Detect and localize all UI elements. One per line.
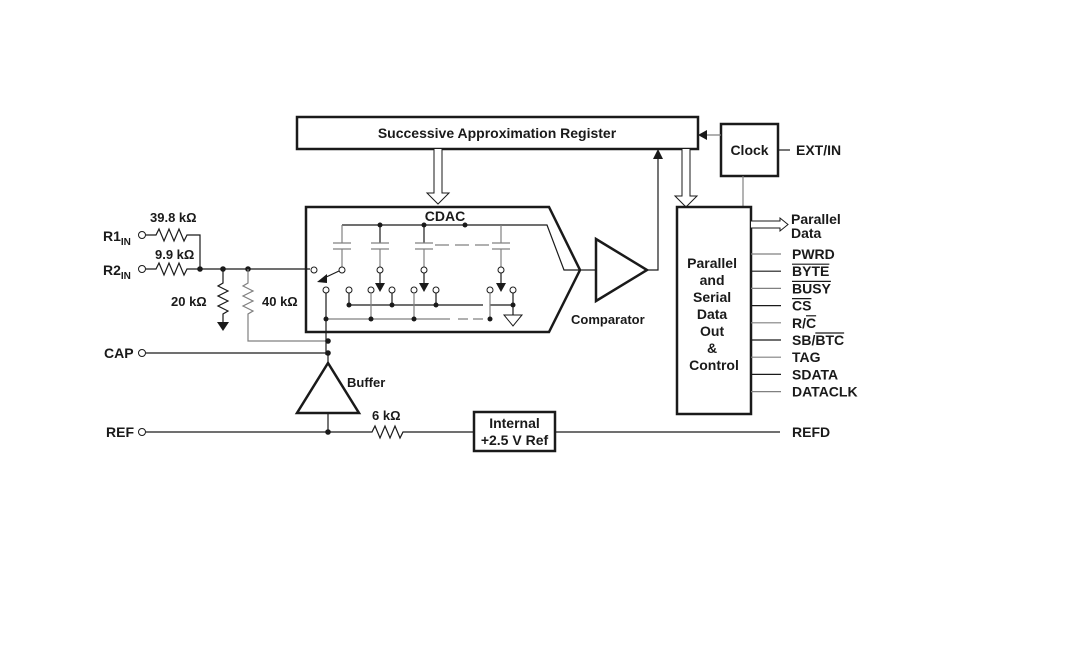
- r2-in-label: R2IN: [103, 262, 131, 282]
- ext-in-label: EXT/IN: [796, 142, 841, 158]
- r1-value: 39.8 kΩ: [150, 210, 197, 225]
- parallel-data-output: Parallel Data: [751, 211, 845, 241]
- internal-ref-block: [472, 410, 557, 453]
- r1-in-label: R1IN: [103, 228, 131, 248]
- r-6k-resistor: [146, 424, 474, 440]
- cdac-internals: [310, 222, 580, 355]
- r-40k-value: 40 kΩ: [262, 294, 298, 309]
- sar-to-cdac-bus: [425, 149, 451, 205]
- sar-label: Successive Approximation Register: [378, 125, 617, 141]
- internal-ref-label-2: +2.5 V Ref: [481, 432, 549, 448]
- ground-arrow: [217, 322, 229, 331]
- sar-to-control-bus: [673, 149, 699, 208]
- parallel-data-label: Parallel Data: [791, 211, 845, 241]
- ref-label: REF: [106, 424, 134, 440]
- clock-block: Clock: [719, 122, 780, 178]
- r-40k-resistor: [241, 269, 328, 342]
- comparator-to-sar-wire: [647, 158, 659, 271]
- r-20k-resistor: [216, 269, 230, 322]
- comparator-label: Comparator: [571, 312, 645, 327]
- comparator: Comparator: [571, 236, 650, 327]
- r2-value: 9.9 kΩ: [155, 247, 194, 262]
- r-6k-value: 6 kΩ: [372, 408, 401, 423]
- ref-pin: [138, 428, 146, 436]
- clock-label: Clock: [730, 142, 768, 158]
- internal-ref-label-1: Internal: [489, 415, 540, 431]
- sar-block: Successive Approximation Register: [295, 115, 700, 151]
- cap-label: CAP: [104, 345, 134, 361]
- pin-label-busy: BUSY: [792, 280, 832, 296]
- comparator-to-sar-arrow: [653, 149, 663, 159]
- cdac-label: CDAC: [425, 208, 465, 224]
- clock-to-sar-arrow: [698, 130, 707, 140]
- reference-section: CAP Buffer REF 6 kΩ Internal +2.5 V Ref …: [104, 338, 830, 453]
- cdac-block: CDAC: [304, 205, 582, 334]
- refd-label: REFD: [792, 424, 830, 440]
- cap-pin: [138, 349, 146, 357]
- r2-resistor: [146, 261, 310, 277]
- pin-label-sbbtc: SB/BTC: [792, 332, 844, 348]
- buffer-label: Buffer: [347, 375, 385, 390]
- pin-label-pwrd: PWRD: [792, 246, 835, 262]
- pin-label-byte: BYTE: [792, 263, 829, 279]
- r2-in-pin: [138, 265, 146, 273]
- pin-label-sdata: SDATA: [792, 366, 838, 382]
- input-network: R1IN 39.8 kΩ R2IN 9.9 kΩ 20 kΩ 40 kΩ: [103, 210, 328, 342]
- pin-label-cs: CS: [792, 298, 811, 314]
- control-block: Parallel and Serial Data Out & Control: [675, 205, 753, 416]
- r-20k-value: 20 kΩ: [171, 294, 207, 309]
- r1-resistor: [146, 227, 201, 269]
- pin-label-dataclk: DATACLK: [792, 384, 858, 400]
- r1-in-pin: [138, 231, 146, 239]
- pin-label-rc: R/C: [792, 315, 816, 331]
- control-label: Parallel and Serial Data Out & Control: [687, 255, 741, 373]
- pin-label-tag: TAG: [792, 349, 821, 365]
